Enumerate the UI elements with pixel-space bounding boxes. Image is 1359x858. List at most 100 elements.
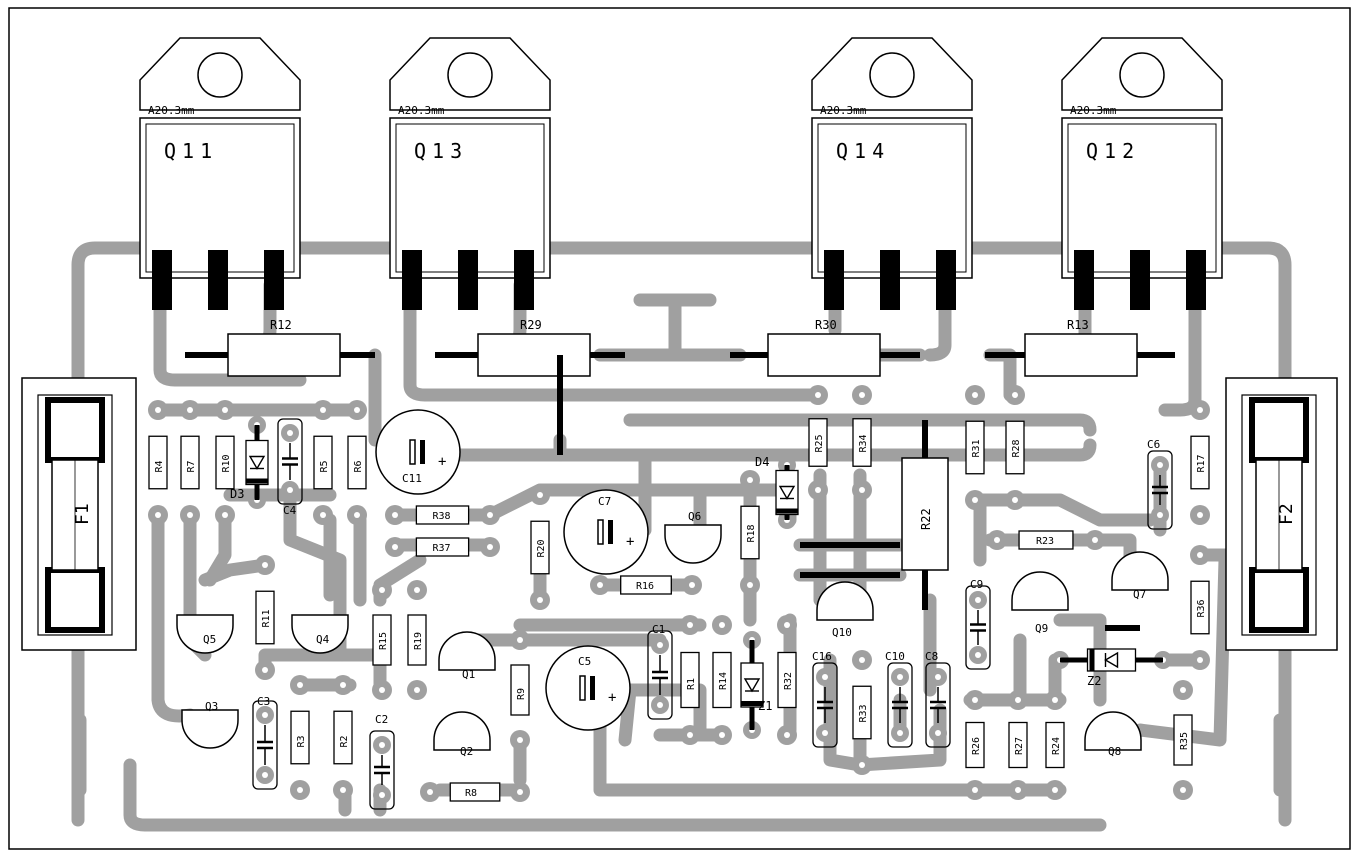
component-label: R23 xyxy=(1036,536,1054,547)
component-label: R18 xyxy=(746,524,757,542)
polarity-mark: + xyxy=(608,690,616,706)
capacitor-c4: C4 xyxy=(277,418,303,517)
drill-hole xyxy=(487,512,493,518)
capacitor-c8: C8 xyxy=(925,650,951,748)
resistor-r35: R35 xyxy=(1173,714,1193,766)
component-label: C16 xyxy=(812,650,832,663)
drill-hole xyxy=(297,682,303,688)
drill-hole xyxy=(689,582,695,588)
power-transistor-q11: A20.3mm Q11 xyxy=(139,37,301,310)
component-label: Q4 xyxy=(316,633,330,646)
component-label: C2 xyxy=(375,713,388,726)
drill-hole xyxy=(972,787,978,793)
drill-hole xyxy=(262,562,268,568)
resistor-r9: R9 xyxy=(510,664,530,716)
drill-hole xyxy=(935,730,941,736)
drill-hole xyxy=(972,392,978,398)
resistor-r8: R8 xyxy=(449,782,501,802)
component-label: R36 xyxy=(1196,599,1207,617)
component-label: C3 xyxy=(257,695,270,708)
drill-hole xyxy=(155,407,161,413)
component-label: R6 xyxy=(353,460,364,472)
component-label: R33 xyxy=(858,704,869,722)
power-resistors: R12 R29 R30 R13 R22 xyxy=(185,318,1175,631)
drill-hole xyxy=(784,732,790,738)
component-label: R3 xyxy=(296,735,307,747)
component-label: R7 xyxy=(186,460,197,472)
component-label: Z1 xyxy=(758,699,772,713)
fuse-label: F1 xyxy=(72,503,93,525)
component-label: Q2 xyxy=(460,745,473,758)
diode-z2: Z2 xyxy=(1060,648,1163,688)
resistor-r36: R36 xyxy=(1190,580,1210,635)
drill-hole xyxy=(815,392,821,398)
component-label: C9 xyxy=(970,578,983,591)
component-label: R19 xyxy=(413,632,424,650)
drill-hole xyxy=(935,674,941,680)
component-label: C10 xyxy=(885,650,905,663)
component-label: R8 xyxy=(465,788,477,799)
power-transistor-q13: A20.3mm Q13 xyxy=(389,37,551,310)
drill-hole xyxy=(414,587,420,593)
drill-hole xyxy=(537,597,543,603)
resistor-r6: R6 xyxy=(347,435,367,490)
component-label: R10 xyxy=(221,454,232,472)
component-label: R37 xyxy=(433,543,451,554)
resistor-r24: R24 xyxy=(1045,721,1065,769)
drill-hole xyxy=(537,492,543,498)
transistor-q4: Q4 xyxy=(291,614,349,654)
drill-hole xyxy=(1197,407,1203,413)
fuse-f2: F2 xyxy=(1225,377,1338,651)
component-label: R20 xyxy=(536,539,547,557)
resistor-r4: R4 xyxy=(148,435,168,490)
drill-hole xyxy=(517,737,523,743)
drill-hole xyxy=(354,407,360,413)
drill-hole xyxy=(1197,657,1203,663)
component-label: Q13 xyxy=(414,139,468,163)
drill-hole xyxy=(517,637,523,643)
capacitor-c10: C10 xyxy=(885,650,913,748)
component-label: D3 xyxy=(230,487,244,501)
drill-hole xyxy=(897,674,903,680)
drill-hole xyxy=(972,697,978,703)
drill-hole xyxy=(1052,787,1058,793)
drill-hole xyxy=(379,687,385,693)
resistor-r20: R20 xyxy=(530,520,550,575)
resistor-r18: R18 xyxy=(740,505,760,560)
drill-hole xyxy=(262,772,268,778)
drill-hole xyxy=(859,657,865,663)
package-note: A20.3mm xyxy=(148,104,195,117)
resistor-r27: R27 xyxy=(1008,721,1028,769)
drill-hole xyxy=(487,544,493,550)
resistor-r5: R5 xyxy=(313,435,333,490)
drill-hole xyxy=(1015,697,1021,703)
capacitor-c2: C2 xyxy=(369,713,395,810)
component-label: R16 xyxy=(636,581,654,592)
diode-d3: D3 xyxy=(230,425,269,501)
component-label: C6 xyxy=(1147,438,1160,451)
drill-hole xyxy=(657,702,663,708)
polarity-mark: + xyxy=(438,454,446,470)
component-label: C8 xyxy=(925,650,938,663)
component-label: D4 xyxy=(755,455,769,469)
transistor-q2: Q2 xyxy=(433,711,491,758)
component-label: Q6 xyxy=(688,510,701,523)
drill-hole xyxy=(859,392,865,398)
component-label: C4 xyxy=(283,504,297,517)
drill-hole xyxy=(340,682,346,688)
resistor-r12: R12 xyxy=(185,318,375,377)
resistor-r26: R26 xyxy=(965,721,985,769)
drill-hole xyxy=(1012,392,1018,398)
drill-hole xyxy=(859,762,865,768)
drill-hole xyxy=(975,652,981,658)
transistor-q10: Q10 xyxy=(816,581,874,639)
resistor-r29: R29 xyxy=(435,318,625,455)
component-label: R4 xyxy=(154,460,165,472)
drill-hole xyxy=(975,597,981,603)
component-label: R13 xyxy=(1067,318,1089,332)
capacitor-c9: C9 xyxy=(965,578,991,670)
resistor-r7: R7 xyxy=(180,435,200,490)
fuse-f1: F1 xyxy=(21,377,137,651)
component-label: R35 xyxy=(1179,732,1190,750)
